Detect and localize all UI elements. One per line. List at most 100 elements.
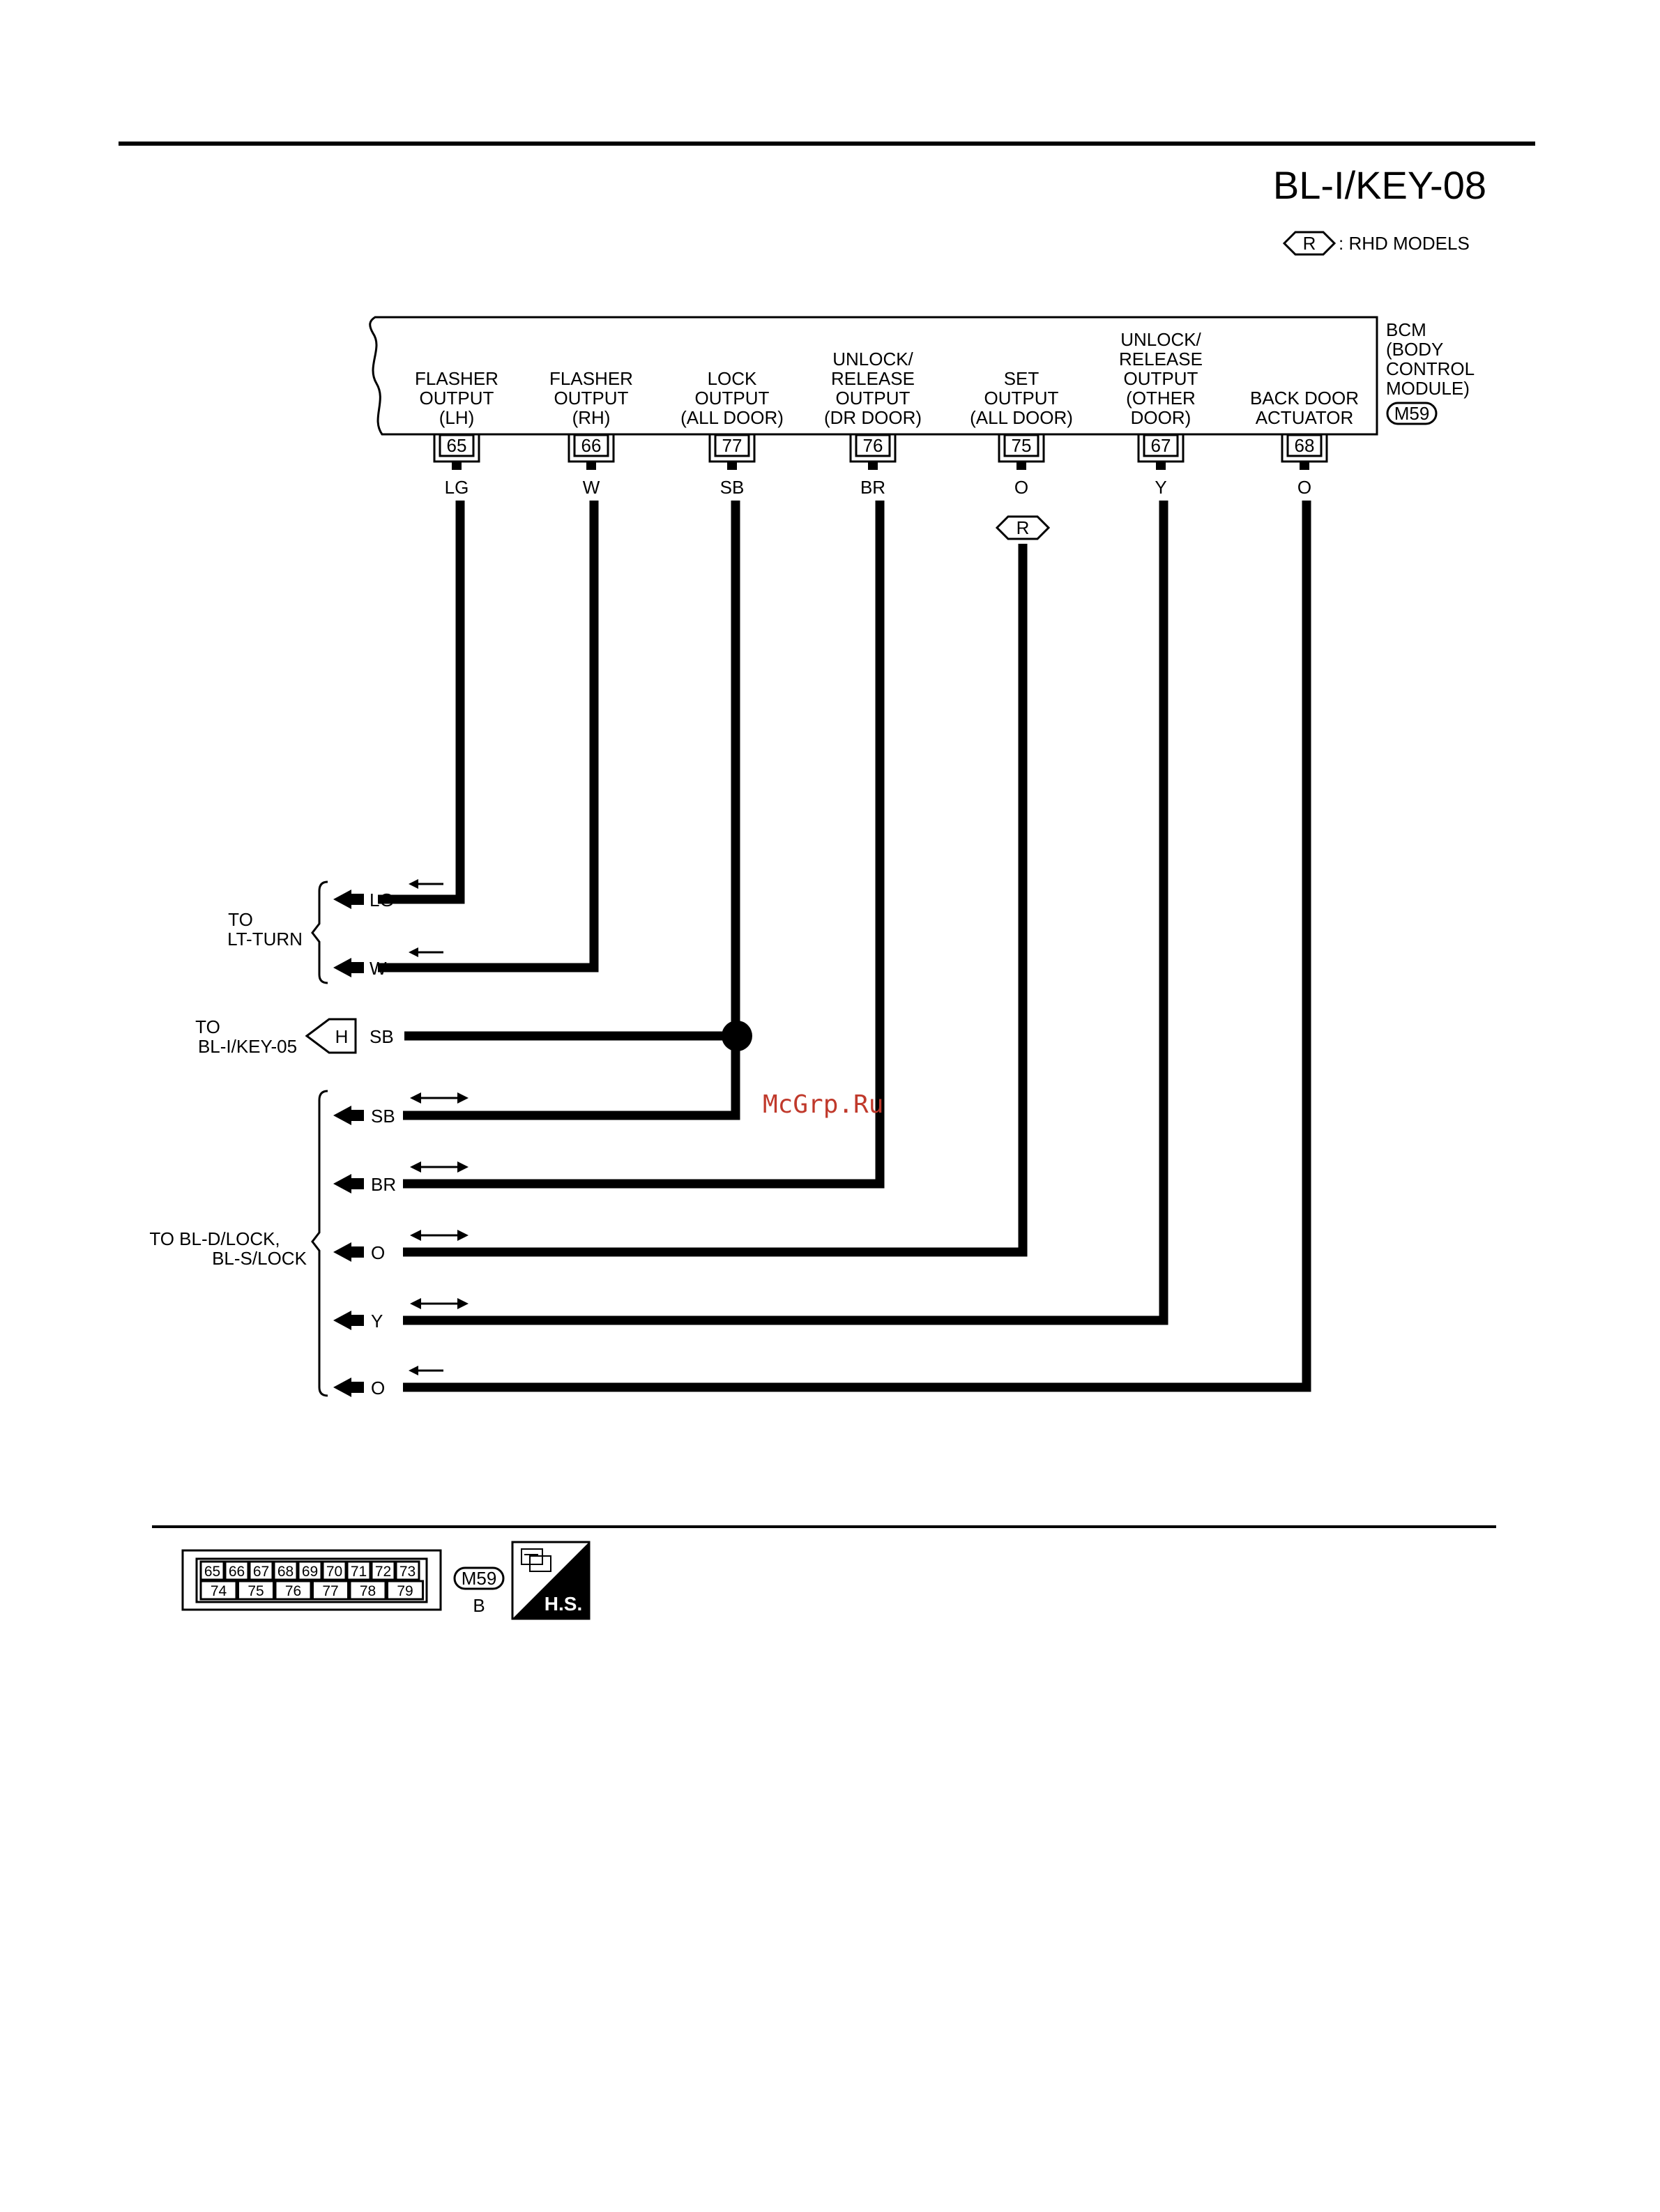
- connector-pin-number: 76: [285, 1583, 301, 1599]
- connector-pin-number: 74: [211, 1583, 227, 1599]
- terminal-label: (DR DOOR): [824, 407, 922, 428]
- left-arrow-icon: [409, 879, 443, 889]
- left-arrow-icon: [333, 958, 364, 977]
- wire-color-label: W: [583, 477, 600, 498]
- terminal-label: (ALL DOOR): [680, 407, 784, 428]
- wire-color-label: SB: [371, 1106, 395, 1127]
- wire-color-label: O: [1014, 477, 1028, 498]
- pin-stub: [1016, 462, 1026, 470]
- left-arrow-icon: [409, 1366, 443, 1375]
- connector-pin-number: 78: [360, 1583, 376, 1599]
- wire-o-back: [403, 501, 1311, 1392]
- destination-label: BL-S/LOCK: [212, 1248, 307, 1269]
- terminal-label: (OTHER: [1126, 388, 1196, 409]
- pin-box: [1286, 434, 1323, 457]
- terminal-label: (RH): [572, 407, 611, 428]
- terminal-label: UNLOCK/: [1120, 329, 1201, 350]
- pin-number: 65: [447, 435, 467, 456]
- pin-number: 75: [1012, 435, 1032, 456]
- wire-color-label: O: [1297, 477, 1311, 498]
- pin-number: 77: [722, 435, 743, 456]
- bottom-rule: [152, 1525, 1496, 1528]
- pin-stub: [727, 462, 737, 470]
- wire-y: [403, 501, 1168, 1325]
- terminal-label: OUTPUT: [695, 388, 770, 409]
- option-r-label: R: [1016, 517, 1030, 538]
- wire-color-label: LG: [370, 890, 394, 910]
- bcm-terminals: FLASHEROUTPUT(LH)65LGFLASHEROUTPUT(RH)66…: [415, 329, 1359, 498]
- wire-color-label: SB: [370, 1026, 394, 1047]
- left-arrow-icon: [333, 1106, 364, 1125]
- connector-pin: [237, 1580, 275, 1601]
- pin-stub: [1300, 462, 1309, 470]
- terminal-label: SET: [1004, 368, 1040, 389]
- connector-pin-number: 73: [399, 1564, 416, 1580]
- wire-lg: [378, 501, 465, 904]
- connector-pin: [248, 1560, 274, 1581]
- left-arrow-icon: [409, 947, 443, 957]
- pin-box: [1003, 434, 1040, 457]
- splice-point: [722, 1021, 752, 1051]
- option-r-symbol: [995, 515, 1051, 540]
- pin-box: [573, 434, 609, 457]
- connector-pin: [273, 1560, 298, 1581]
- wire-sb-main: [403, 501, 740, 1120]
- wire-color-label: O: [371, 1378, 385, 1398]
- double-arrow-icon: [410, 1161, 469, 1173]
- connector-pin-number: 79: [397, 1583, 413, 1599]
- terminal-label: ACTUATOR: [1256, 407, 1354, 428]
- connector-pin: [386, 1580, 424, 1601]
- connector-pin-number: 68: [277, 1564, 294, 1580]
- connector-id-badge: [453, 1566, 505, 1590]
- connector-pin-number: 66: [229, 1564, 245, 1580]
- terminal-label: DOOR): [1131, 407, 1191, 428]
- destination-label: LT-TURN: [227, 929, 303, 949]
- hs-label: H.S.: [545, 1593, 582, 1615]
- double-arrow-icon: [410, 1230, 469, 1241]
- connector-pin-number: 71: [351, 1564, 367, 1580]
- terminal-label: (LH): [439, 407, 475, 428]
- bcm-label-line: MODULE): [1386, 378, 1470, 399]
- h-connector-label: H: [335, 1026, 349, 1047]
- connector-pin-number: 67: [253, 1564, 269, 1580]
- destination-bl-i-key-05: TO BL-I/KEY-05 H SB: [195, 1016, 394, 1057]
- connector-pin-number: 77: [322, 1583, 338, 1599]
- group-brace: [311, 1090, 328, 1397]
- connector-id-badge: [1386, 402, 1438, 425]
- wire-color-label: Y: [371, 1311, 383, 1332]
- pin-number: 67: [1151, 435, 1171, 456]
- group-brace: [311, 880, 328, 984]
- hs-icon: H.S.: [511, 1541, 591, 1620]
- wire-color-label: SB: [720, 477, 745, 498]
- connector-pin: [274, 1580, 312, 1601]
- terminal-label: BACK DOOR: [1250, 388, 1359, 409]
- connector-inner: [195, 1557, 428, 1603]
- pin-stub: [452, 462, 462, 470]
- connector-pin: [346, 1560, 372, 1581]
- top-rule: [119, 142, 1535, 146]
- rhd-option-marker: R: [995, 515, 1051, 540]
- connector-pin-number: 70: [326, 1564, 342, 1580]
- pin-number: 68: [1295, 435, 1315, 456]
- wire-w: [378, 501, 599, 972]
- pin-number: 76: [863, 435, 883, 456]
- terminal-label: FLASHER: [415, 368, 498, 389]
- pin-stub: [586, 462, 596, 470]
- option-r-symbol: [1282, 231, 1337, 256]
- connector-pin-number: 65: [204, 1564, 220, 1580]
- pin-stub: [868, 462, 878, 470]
- connector-pin: [199, 1580, 238, 1601]
- destination-lt-turn: TO LT-TURN LG W: [227, 880, 394, 984]
- left-arrow-icon: [333, 1378, 364, 1397]
- wires: [378, 501, 1311, 1392]
- bcm-label-line: BCM: [1386, 319, 1426, 340]
- connector-pin: [395, 1560, 420, 1581]
- terminal-label: FLASHER: [549, 368, 633, 389]
- legend-symbol: R: [1303, 233, 1316, 254]
- pin-box: [855, 434, 891, 457]
- wire-color-label: BR: [371, 1174, 396, 1195]
- destination-label: TO: [228, 909, 253, 930]
- wire-o-set: [403, 544, 1028, 1257]
